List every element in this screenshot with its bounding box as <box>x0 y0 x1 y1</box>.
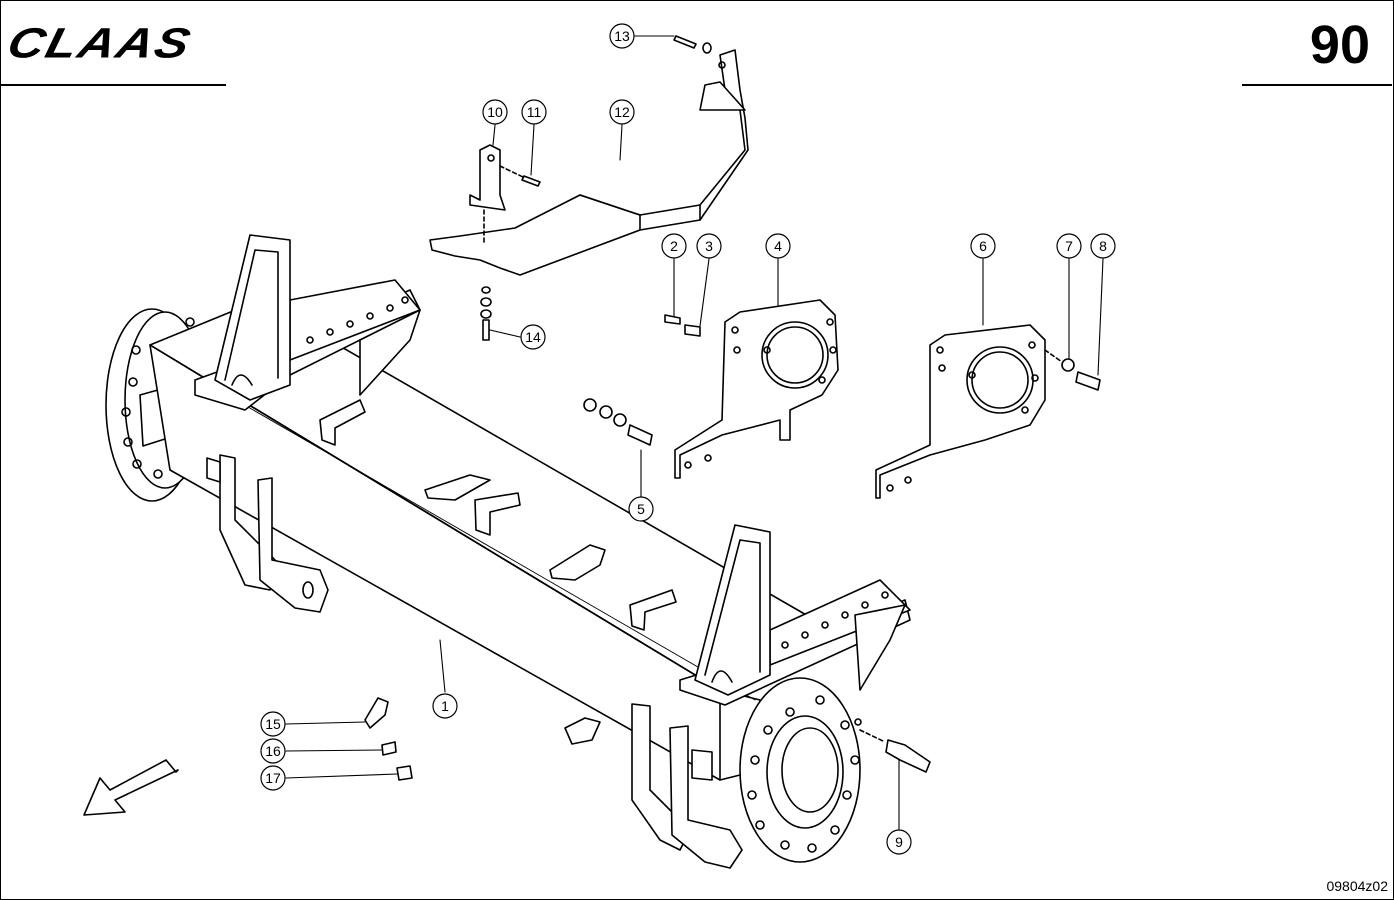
callout-6: 6 <box>970 233 996 259</box>
page-number-underline <box>1242 84 1392 86</box>
callout-label: 14 <box>525 329 541 345</box>
callout-17: 17 <box>260 765 286 791</box>
callout-10: 10 <box>482 99 508 125</box>
callout-label: 17 <box>265 770 281 786</box>
callout-circle <box>970 233 996 259</box>
callout-circle <box>696 233 722 259</box>
callout-circle <box>520 324 546 350</box>
page-number: 90 <box>1309 15 1370 75</box>
callout-label: 12 <box>614 104 630 120</box>
callout-14: 14 <box>520 324 546 350</box>
callout-15: 15 <box>260 711 286 737</box>
callout-label: 15 <box>265 716 281 732</box>
callout-label: 7 <box>1065 238 1073 254</box>
callout-label: 9 <box>895 834 903 850</box>
callout-2: 2 <box>661 233 687 259</box>
callout-9: 9 <box>886 829 912 855</box>
callout-label: 11 <box>527 104 542 120</box>
callout-circle <box>1056 233 1082 259</box>
callout-1: 1 <box>432 693 458 719</box>
callout-circle <box>886 829 912 855</box>
callout-label: 6 <box>979 238 987 254</box>
callout-13: 13 <box>609 23 635 49</box>
drawing-reference: 09804z02 <box>1326 878 1388 894</box>
callout-label: 10 <box>487 104 503 120</box>
callout-label: 5 <box>637 501 645 517</box>
callout-label: 3 <box>705 238 713 254</box>
callout-12: 12 <box>609 99 635 125</box>
callout-leaders <box>285 35 1104 830</box>
callout-circle <box>609 23 635 49</box>
callout-8: 8 <box>1090 233 1116 259</box>
callout-5: 5 <box>628 496 654 522</box>
callout-circle <box>432 693 458 719</box>
guard-assembly <box>429 35 749 341</box>
callout-circle <box>521 99 547 125</box>
callout-circle <box>1090 233 1116 259</box>
callout-label: 13 <box>614 28 630 44</box>
callout-label: 1 <box>441 698 449 714</box>
callout-11: 11 <box>521 99 547 125</box>
callout-label: 8 <box>1099 238 1107 254</box>
callout-circle <box>661 233 687 259</box>
callout-circle <box>628 496 654 522</box>
bracket-plate-4 <box>583 299 839 479</box>
bracket-plate-6 <box>859 324 1101 773</box>
direction-arrow-icon <box>83 759 179 816</box>
callout-circle <box>260 765 286 791</box>
axle-beam <box>105 234 911 869</box>
callout-circle <box>609 99 635 125</box>
callout-circle <box>482 99 508 125</box>
callout-label: 16 <box>265 743 281 759</box>
callout-label: 4 <box>774 238 782 254</box>
callout-circle <box>765 233 791 259</box>
callout-3: 3 <box>696 233 722 259</box>
callout-16: 16 <box>260 738 286 764</box>
callout-4: 4 <box>765 233 791 259</box>
callout-7: 7 <box>1056 233 1082 259</box>
logo-underline <box>0 84 226 86</box>
callout-label: 2 <box>670 238 678 254</box>
callout-circle <box>260 711 286 737</box>
small-parts <box>364 697 413 781</box>
callout-circle <box>260 738 286 764</box>
